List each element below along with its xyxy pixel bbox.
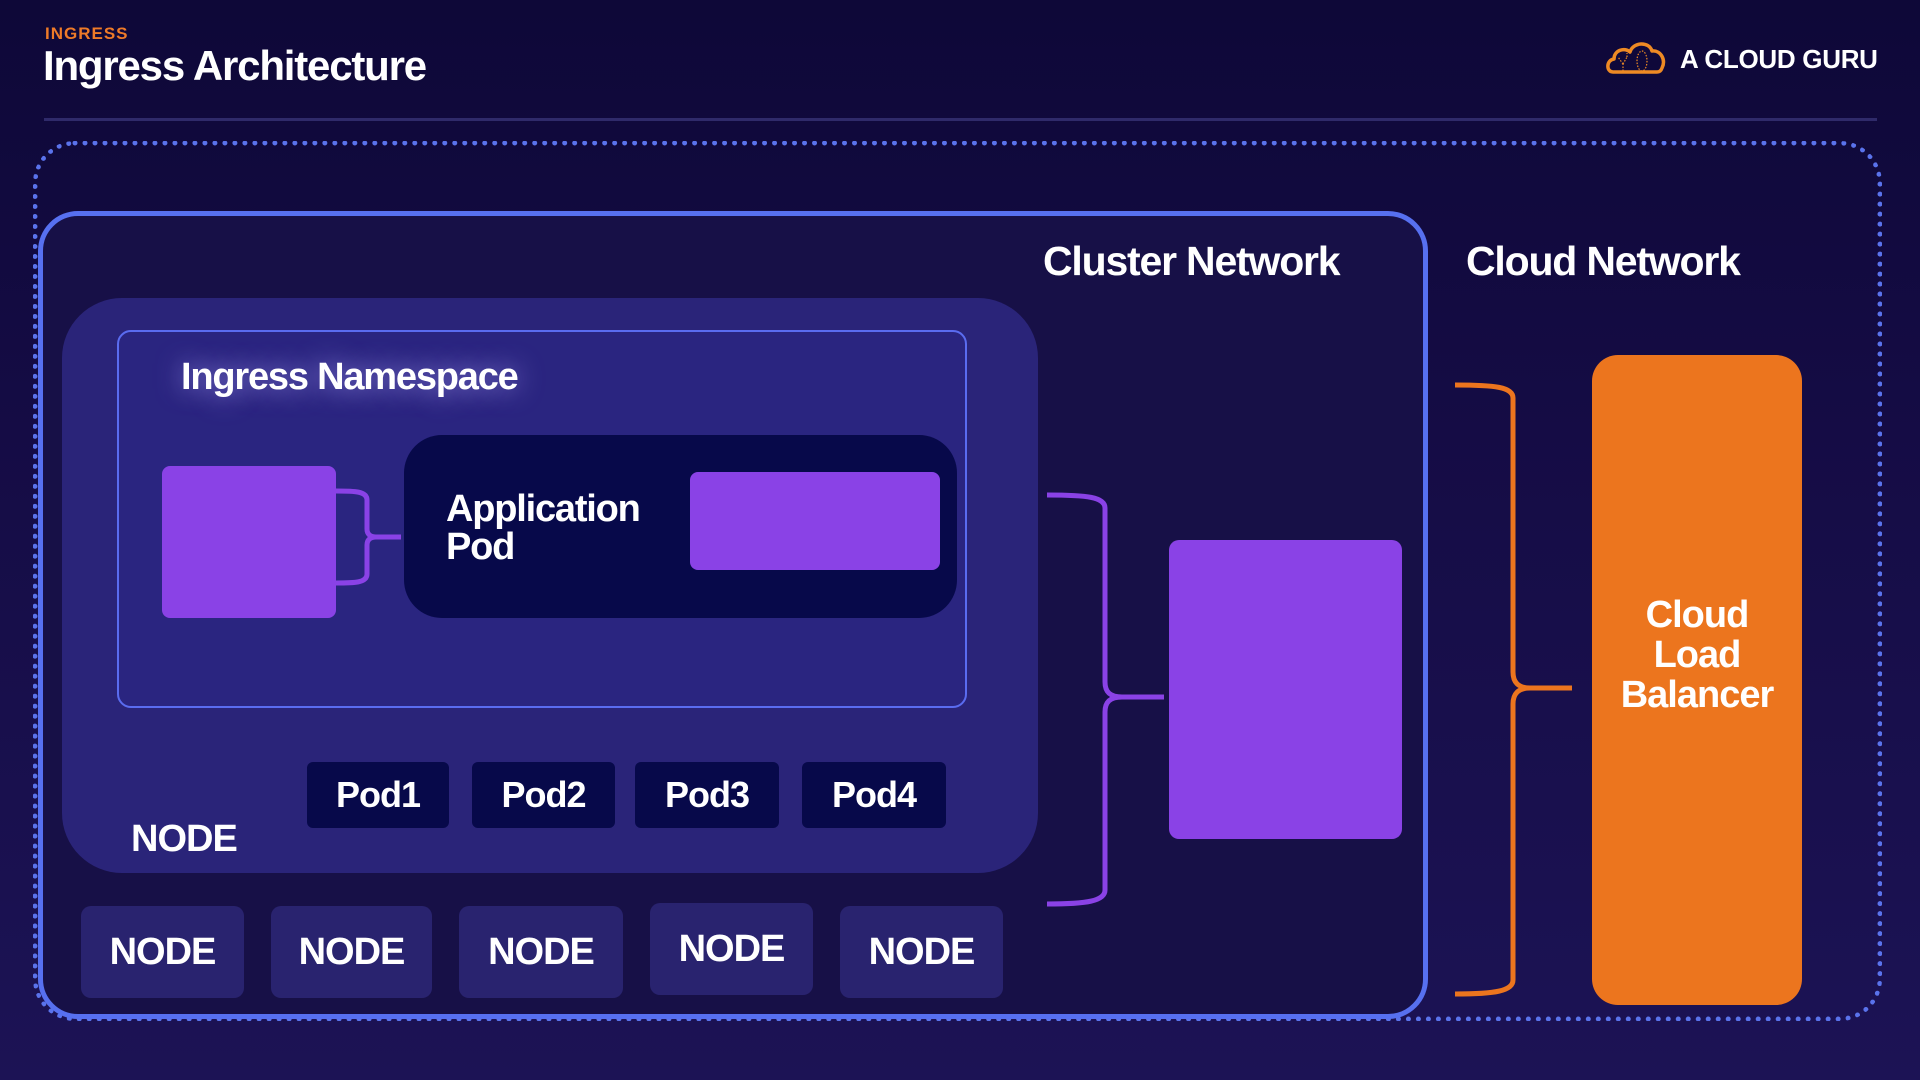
ingress-service-box	[1169, 540, 1402, 839]
cloud-network-label: Cloud Network	[1466, 238, 1741, 284]
application-container-box	[690, 472, 940, 570]
brand-name: A CLOUD GURU	[1680, 44, 1878, 74]
node-4: NODE	[650, 903, 813, 995]
load-balancer-label-line1: Cloud	[1645, 594, 1750, 636]
main-node-label: NODE	[131, 818, 238, 860]
load-balancer-label: Cloud Load Balancer	[1620, 594, 1775, 716]
application-pod-label-line1: Application	[446, 488, 641, 530]
load-balancer-label-line3: Balancer	[1620, 674, 1775, 716]
node-5: NODE	[840, 906, 1003, 998]
node-3: NODE	[459, 906, 623, 998]
cluster-network-label: Cluster Network	[1043, 238, 1341, 284]
load-balancer-label-line2: Load	[1653, 634, 1742, 676]
cloud-brace-icon	[1454, 382, 1572, 997]
application-pod-label-line2: Pod	[446, 526, 515, 568]
ingress-namespace-label: Ingress Namespace	[181, 356, 519, 398]
cloud-logo-icon	[1606, 42, 1666, 74]
ingress-controller-box	[162, 466, 336, 618]
cloud-load-balancer: Cloud Load Balancer	[1592, 355, 1802, 1005]
section-eyebrow: INGRESS	[45, 24, 129, 43]
cluster-brace-icon	[1046, 492, 1164, 907]
pod-2: Pod2	[472, 762, 615, 828]
pod-4: Pod4	[802, 762, 946, 828]
node-2: NODE	[271, 906, 432, 998]
pod-1: Pod1	[307, 762, 449, 828]
node-1: NODE	[81, 906, 244, 998]
header-divider	[44, 118, 1877, 121]
pod-3: Pod3	[635, 762, 779, 828]
namespace-brace-icon	[335, 488, 401, 586]
application-pod-label: Application Pod	[446, 488, 641, 568]
page-title: Ingress Architecture	[43, 42, 427, 89]
